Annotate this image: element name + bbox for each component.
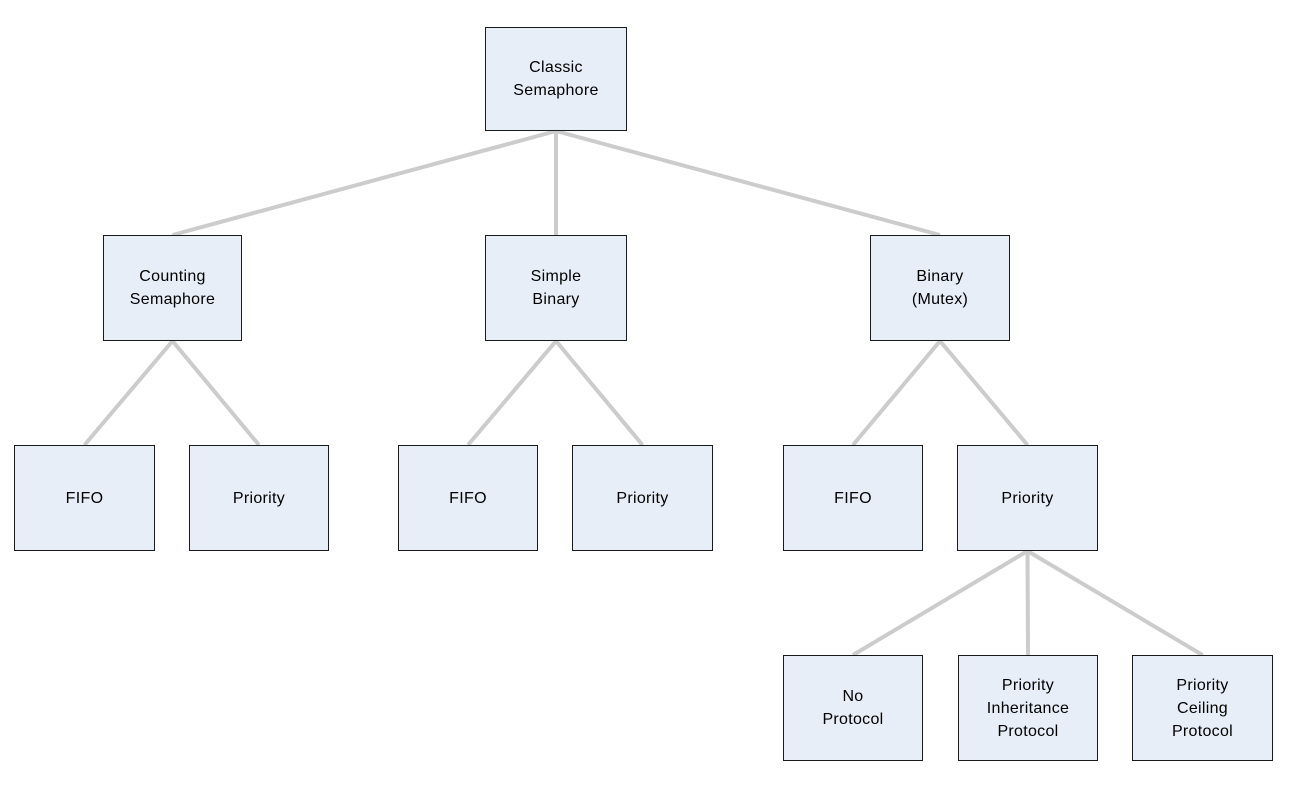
node-priority-ceiling-protocol: Priority Ceiling Protocol <box>1132 655 1273 761</box>
node-counting-fifo: FIFO <box>14 445 155 551</box>
edge-binary-mutex-to-binary-priority <box>938 339 1030 447</box>
node-no-protocol: No Protocol <box>783 655 923 761</box>
edge-binary-mutex-to-binary-fifo <box>851 339 942 447</box>
node-label: Priority Ceiling Protocol <box>1171 676 1234 740</box>
node-simple-binary-priority: Priority <box>572 445 713 551</box>
edge-classic-semaphore-to-counting-semaphore <box>171 129 557 237</box>
node-label: Priority <box>616 489 669 507</box>
node-label: Priority <box>232 489 286 507</box>
node-label: Binary (Mutex) <box>911 268 969 308</box>
node-label: No Protocol <box>822 688 884 728</box>
node-simple-binary: Simple Binary <box>485 235 627 341</box>
node-counting-semaphore: Counting Semaphore <box>103 235 242 341</box>
node-binary-fifo: FIFO <box>783 445 923 551</box>
node-label: Counting Semaphore <box>129 268 216 308</box>
node-label: Simple Binary <box>530 268 582 308</box>
node-label: FIFO <box>65 489 104 507</box>
node-priority-inheritance-protocol: Priority Inheritance Protocol <box>958 655 1098 761</box>
edge-binary-priority-to-priority-ceiling-protocol <box>1026 549 1204 657</box>
edge-simple-binary-to-simple-binary-fifo <box>466 339 558 447</box>
node-label: Priority Inheritance Protocol <box>986 676 1070 740</box>
node-simple-binary-fifo: FIFO <box>398 445 538 551</box>
edge-counting-semaphore-to-counting-priority <box>170 339 261 447</box>
node-label: FIFO <box>449 489 487 507</box>
edge-classic-semaphore-to-binary-mutex <box>555 129 941 237</box>
edge-counting-semaphore-to-counting-fifo <box>82 339 175 447</box>
node-counting-priority: Priority <box>189 445 329 551</box>
node-label: Classic Semaphore <box>513 59 599 99</box>
edge-binary-priority-to-priority-inheritance-protocol <box>1025 550 1030 656</box>
node-binary-priority: Priority <box>957 445 1098 551</box>
node-label: FIFO <box>834 489 872 507</box>
node-label: Priority <box>1001 489 1054 507</box>
node-binary-mutex: Binary (Mutex) <box>870 235 1010 341</box>
edge-simple-binary-to-simple-binary-priority <box>554 339 645 447</box>
edge-binary-priority-to-no-protocol <box>851 549 1029 657</box>
node-classic-semaphore: Classic Semaphore <box>485 27 627 131</box>
